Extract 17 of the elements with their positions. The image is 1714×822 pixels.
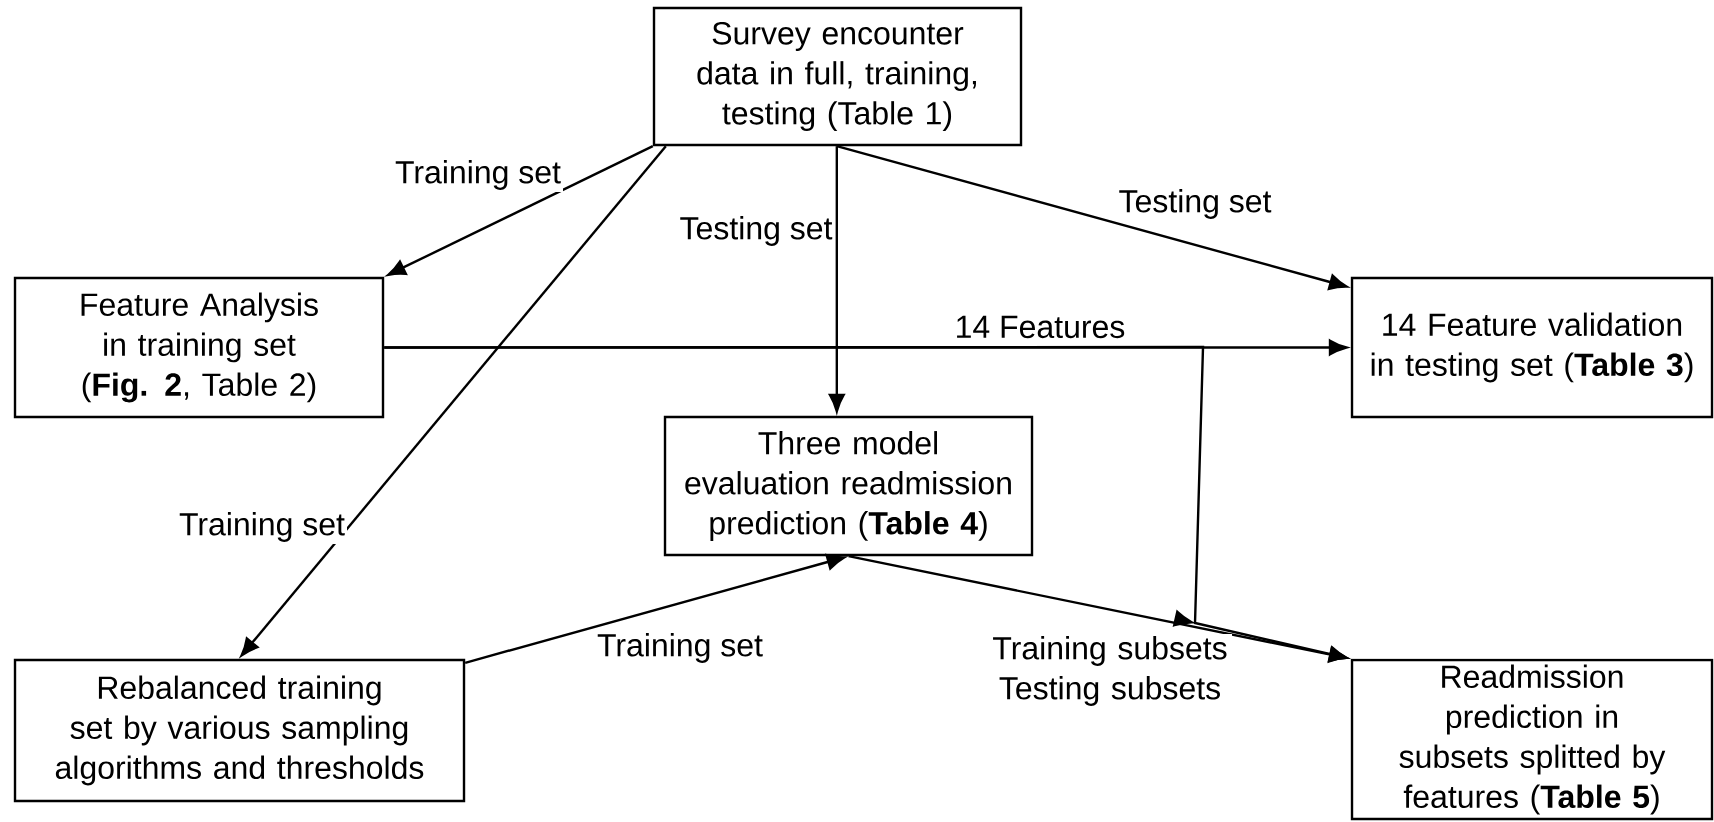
- process-box: Survey encounter data in full, training, testing (Table 1): [652, 6, 1023, 147]
- process-box: 14 Feature validation in testing set (Table 3): [1350, 276, 1714, 419]
- arrow: [828, 146, 845, 413]
- process-box: Feature Analysis in training set (Fig. 2, Table 2): [13, 276, 385, 419]
- edge-label: Training subsets Testing subsets: [988, 634, 1232, 708]
- process-box: Three model evaluation readmission prediction (Table 4): [663, 415, 1034, 557]
- edge-label: 14 Features: [952, 313, 1128, 341]
- arrow: [384, 345, 1348, 662]
- process-box: Rebalanced training set by various sampling algorithms and thresholds: [13, 658, 466, 803]
- process-box: Readmission prediction in subsets splitted by features (Table 5): [1350, 658, 1714, 821]
- arrow: [240, 145, 667, 657]
- edge-label: Training set: [177, 510, 347, 544]
- edge-label: Testing set: [677, 214, 835, 248]
- arrow: [464, 554, 846, 664]
- arrow: [836, 145, 1348, 291]
- edge-label: Training set: [595, 631, 765, 665]
- edge-label: Testing set: [1116, 187, 1274, 221]
